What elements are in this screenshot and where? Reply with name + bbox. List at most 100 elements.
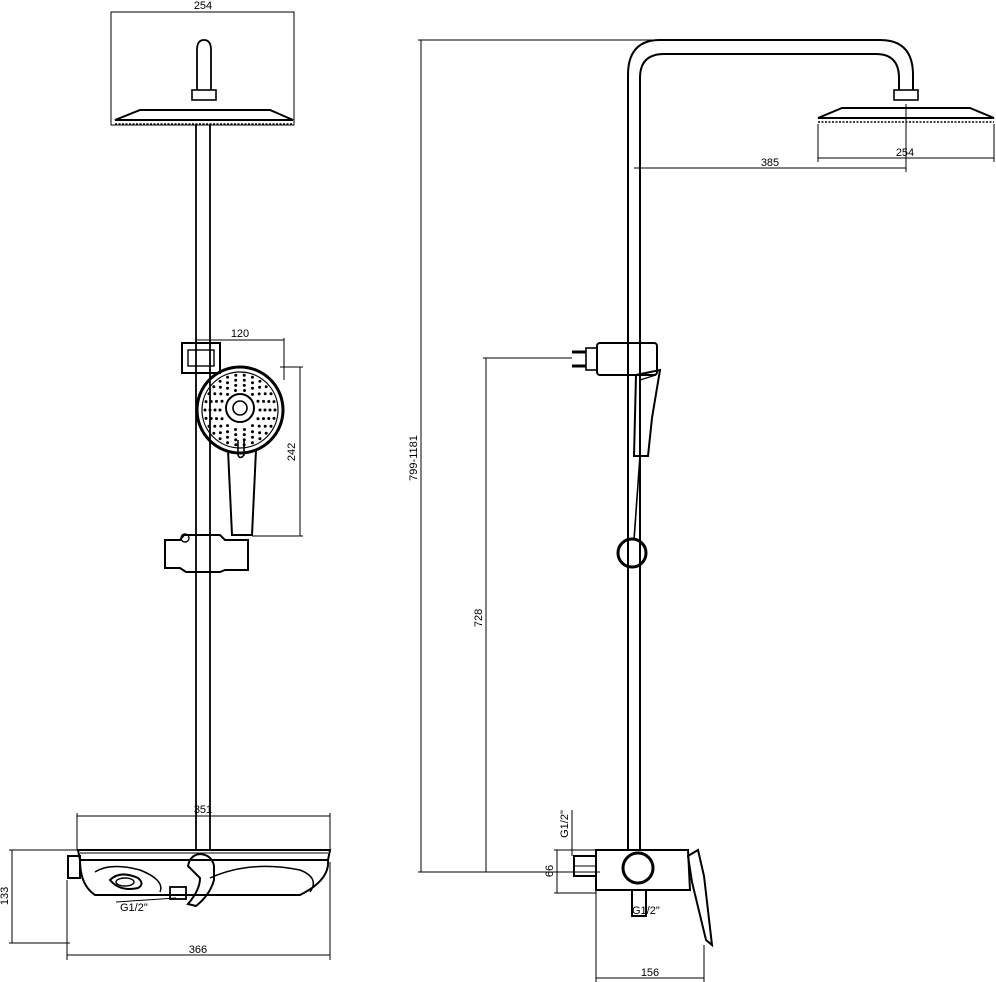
side-inlet-thread-bottom-label: G1/2"	[632, 905, 660, 917]
front-diverter-knob	[108, 873, 143, 890]
nozzle-dot	[258, 431, 262, 435]
side-mixer-body	[595, 849, 692, 891]
nozzle-dot	[209, 417, 213, 420]
nozzle-dot	[242, 373, 246, 377]
front-body-width-label: 366	[189, 944, 207, 956]
side-body-depth-label: 156	[641, 967, 659, 979]
nozzle-dot	[203, 408, 207, 412]
nozzle-dot	[204, 416, 208, 420]
side-hose	[633, 455, 641, 541]
nozzle-dot	[263, 392, 267, 396]
nozzle-dot	[220, 417, 224, 421]
nozzle-dot	[258, 385, 262, 389]
front-upper-bracket-inner	[187, 349, 215, 367]
front-handset-length-label: 242	[286, 443, 298, 461]
front-head-connector	[191, 89, 217, 101]
nozzle-dot	[226, 435, 229, 439]
side-view	[418, 39, 995, 982]
nozzle-dot	[251, 435, 254, 439]
front-mixer-curve-right	[209, 865, 315, 893]
front-thread-leader	[115, 897, 177, 903]
side-riser-outer	[627, 39, 914, 850]
nozzle-dot	[234, 438, 238, 442]
nozzle-dot	[267, 400, 271, 403]
nozzle-dot	[242, 433, 246, 437]
front-inlet-thread-label: G1/2"	[120, 902, 148, 914]
nozzle-dot	[234, 389, 237, 392]
nozzle-dot	[234, 433, 238, 437]
front-mixer-body	[78, 859, 330, 896]
nozzle-dot	[264, 431, 268, 435]
side-head-disc	[817, 107, 995, 119]
nozzle-dot	[207, 392, 211, 396]
nozzle-dot	[226, 381, 229, 385]
nozzle-dot	[234, 383, 238, 387]
side-handset-face	[639, 374, 657, 381]
nozzle-dot	[218, 431, 222, 435]
nozzle-dot	[258, 437, 262, 441]
front-handset-lever	[237, 440, 245, 459]
nozzle-dot	[218, 408, 222, 412]
side-inlet-height-label: 66	[544, 865, 556, 877]
nozzle-dot	[258, 379, 262, 383]
nozzle-dot	[269, 424, 273, 428]
front-body-height-label: 133	[0, 887, 11, 905]
nozzle-dot	[226, 441, 230, 445]
nozzle-dot	[242, 383, 246, 387]
nozzle-dot	[219, 424, 223, 428]
nozzle-dot	[234, 378, 238, 382]
side-slider-knob	[616, 537, 648, 569]
nozzle-dot	[209, 400, 213, 403]
front-mixer-curve-left	[94, 865, 162, 893]
nozzle-dot	[256, 399, 260, 403]
front-handset-handle	[227, 449, 257, 536]
nozzle-dot	[263, 424, 267, 428]
front-diverter-knob-inner	[115, 877, 135, 887]
nozzle-dot	[204, 400, 208, 404]
side-head-connector	[893, 89, 919, 101]
side-mixer-lever	[686, 848, 714, 948]
side-head-width-label: 254	[896, 147, 914, 159]
front-handset-center-ring	[225, 393, 255, 423]
front-slider-knob	[180, 533, 190, 543]
nozzle-dot	[212, 431, 216, 435]
front-head-width-label: 254	[194, 0, 212, 12]
nozzle-dot	[251, 430, 254, 434]
nozzle-dot	[257, 424, 261, 428]
front-handset-center	[232, 400, 248, 416]
nozzle-dot	[226, 392, 229, 396]
nozzle-dot	[220, 399, 224, 403]
front-handset-nozzles	[203, 373, 277, 447]
side-total-height-label: 799-1181	[408, 435, 420, 481]
nozzle-dot	[218, 385, 222, 389]
nozzle-dot	[251, 392, 254, 396]
nozzle-dot	[267, 417, 271, 420]
nozzle-dot	[273, 408, 277, 412]
side-bottom-inlet	[631, 889, 647, 917]
nozzle-dot	[272, 416, 276, 420]
nozzle-dot	[243, 389, 246, 392]
side-riser-inner	[639, 53, 900, 850]
nozzle-dot	[268, 408, 272, 412]
nozzle-dot	[213, 408, 217, 412]
nozzle-dot	[251, 424, 254, 428]
nozzle-dot	[256, 417, 260, 421]
nozzle-dot	[262, 399, 265, 403]
nozzle-dot	[250, 441, 254, 445]
nozzle-dot	[272, 400, 276, 404]
front-head-disc	[114, 109, 294, 121]
side-mixer-knob	[621, 851, 655, 885]
nozzle-dot	[243, 428, 246, 431]
nozzle-dot	[218, 379, 222, 383]
nozzle-dot	[234, 443, 238, 447]
nozzle-dot	[257, 392, 261, 396]
front-handset-face	[201, 371, 279, 449]
front-bottom-inlet	[169, 886, 187, 900]
nozzle-dot	[215, 417, 218, 421]
nozzle-dot	[264, 385, 268, 389]
nozzle-dot	[269, 392, 273, 396]
nozzle-dot	[226, 430, 229, 434]
nozzle-dot	[263, 408, 267, 412]
nozzle-dot	[226, 386, 229, 390]
front-view	[9, 11, 332, 960]
